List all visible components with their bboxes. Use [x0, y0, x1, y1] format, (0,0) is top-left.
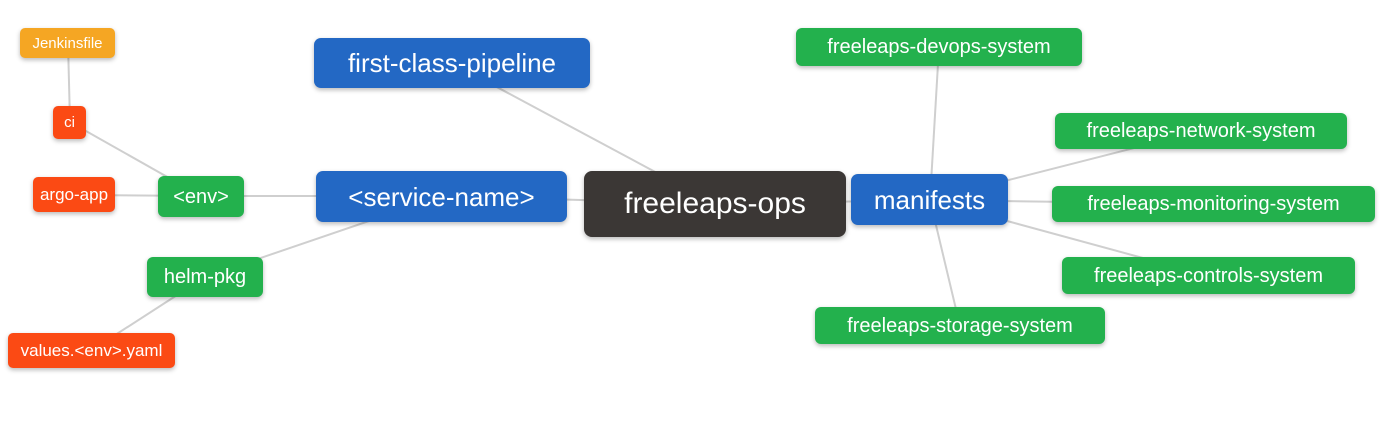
node-helm-pkg[interactable]: helm-pkg — [147, 257, 263, 297]
node-freeleaps-devops-system[interactable]: freeleaps-devops-system — [796, 28, 1082, 66]
node-freeleaps-network-system[interactable]: freeleaps-network-system — [1055, 113, 1347, 149]
node-freeleaps-storage-system[interactable]: freeleaps-storage-system — [815, 307, 1105, 344]
node-freeleaps-monitoring-system[interactable]: freeleaps-monitoring-system — [1052, 186, 1375, 222]
node-jenkinsfile[interactable]: Jenkinsfile — [20, 28, 115, 58]
node-argo-app[interactable]: argo-app — [33, 177, 115, 212]
node-service-name[interactable]: <service-name> — [316, 171, 567, 222]
node-first-class-pipeline[interactable]: first-class-pipeline — [314, 38, 590, 88]
node-manifests[interactable]: manifests — [851, 174, 1008, 225]
node-freeleaps-controls-system[interactable]: freeleaps-controls-system — [1062, 257, 1355, 294]
node-ci[interactable]: ci — [53, 106, 86, 139]
node-values-env-yaml[interactable]: values.<env>.yaml — [8, 333, 175, 368]
node-env[interactable]: <env> — [158, 176, 244, 217]
node-freeleaps-ops-root[interactable]: freeleaps-ops — [584, 171, 846, 237]
